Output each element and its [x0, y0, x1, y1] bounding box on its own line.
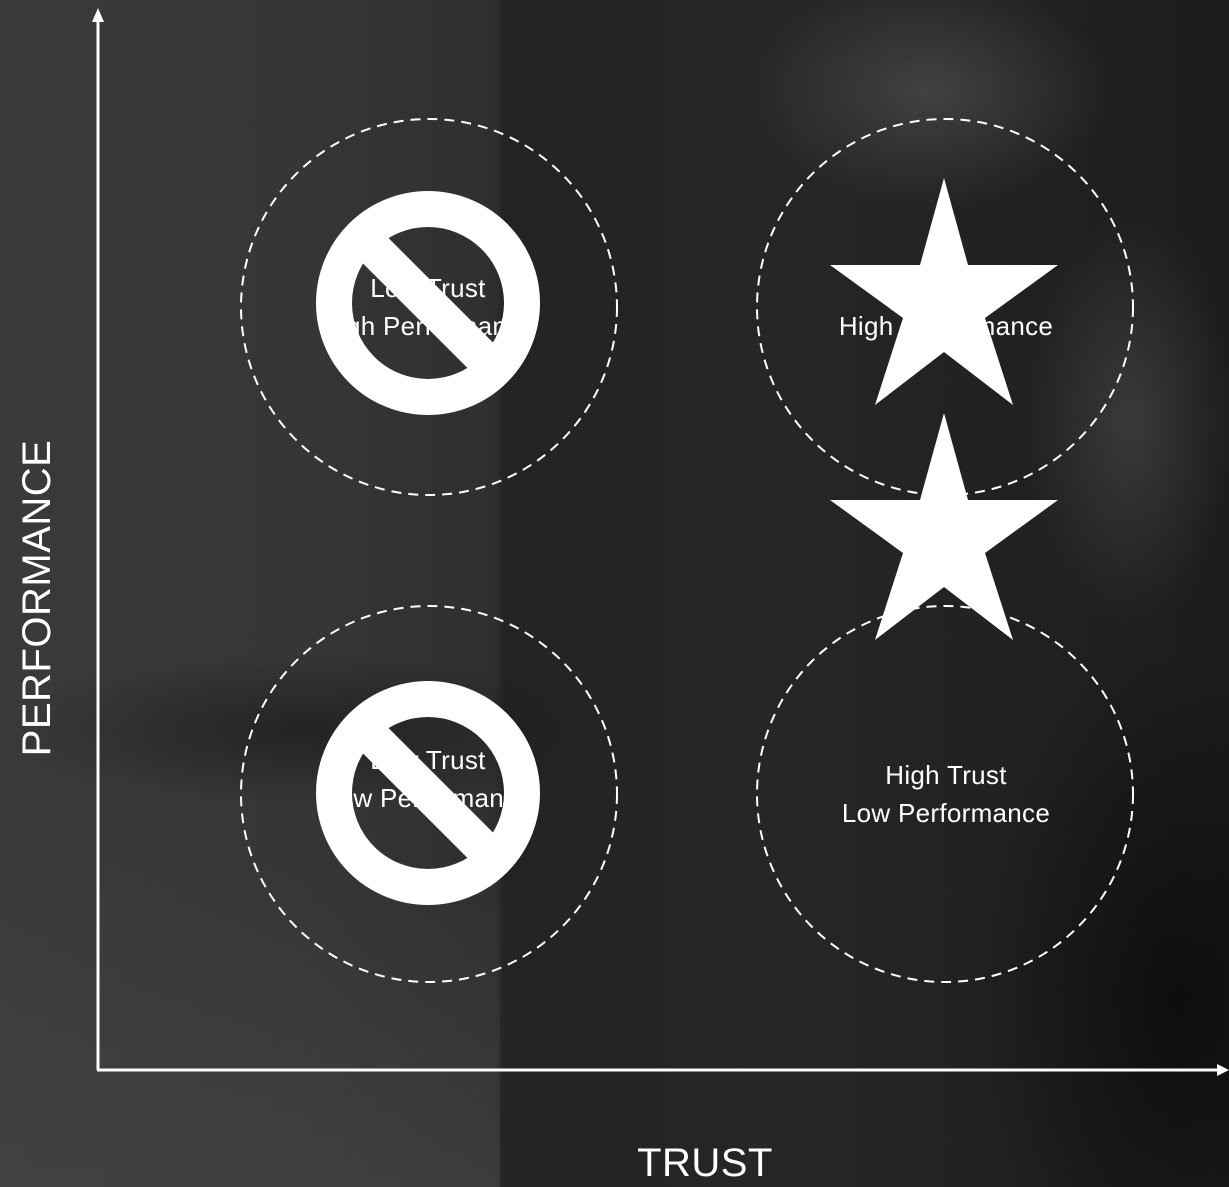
quadrant-circle-bottom-right — [757, 606, 1133, 982]
x-axis-label: TRUST — [560, 1140, 850, 1186]
x-axis-arrow-icon — [1217, 1064, 1229, 1076]
x-axis — [97, 1064, 1229, 1076]
prohibited-icon — [334, 209, 522, 397]
y-axis-arrow-icon — [92, 8, 104, 22]
star-icon — [830, 178, 1058, 405]
y-axis — [92, 8, 104, 1070]
prohibited-icon — [334, 699, 522, 887]
y-axis-label: PERFORMANCE — [14, 388, 60, 808]
